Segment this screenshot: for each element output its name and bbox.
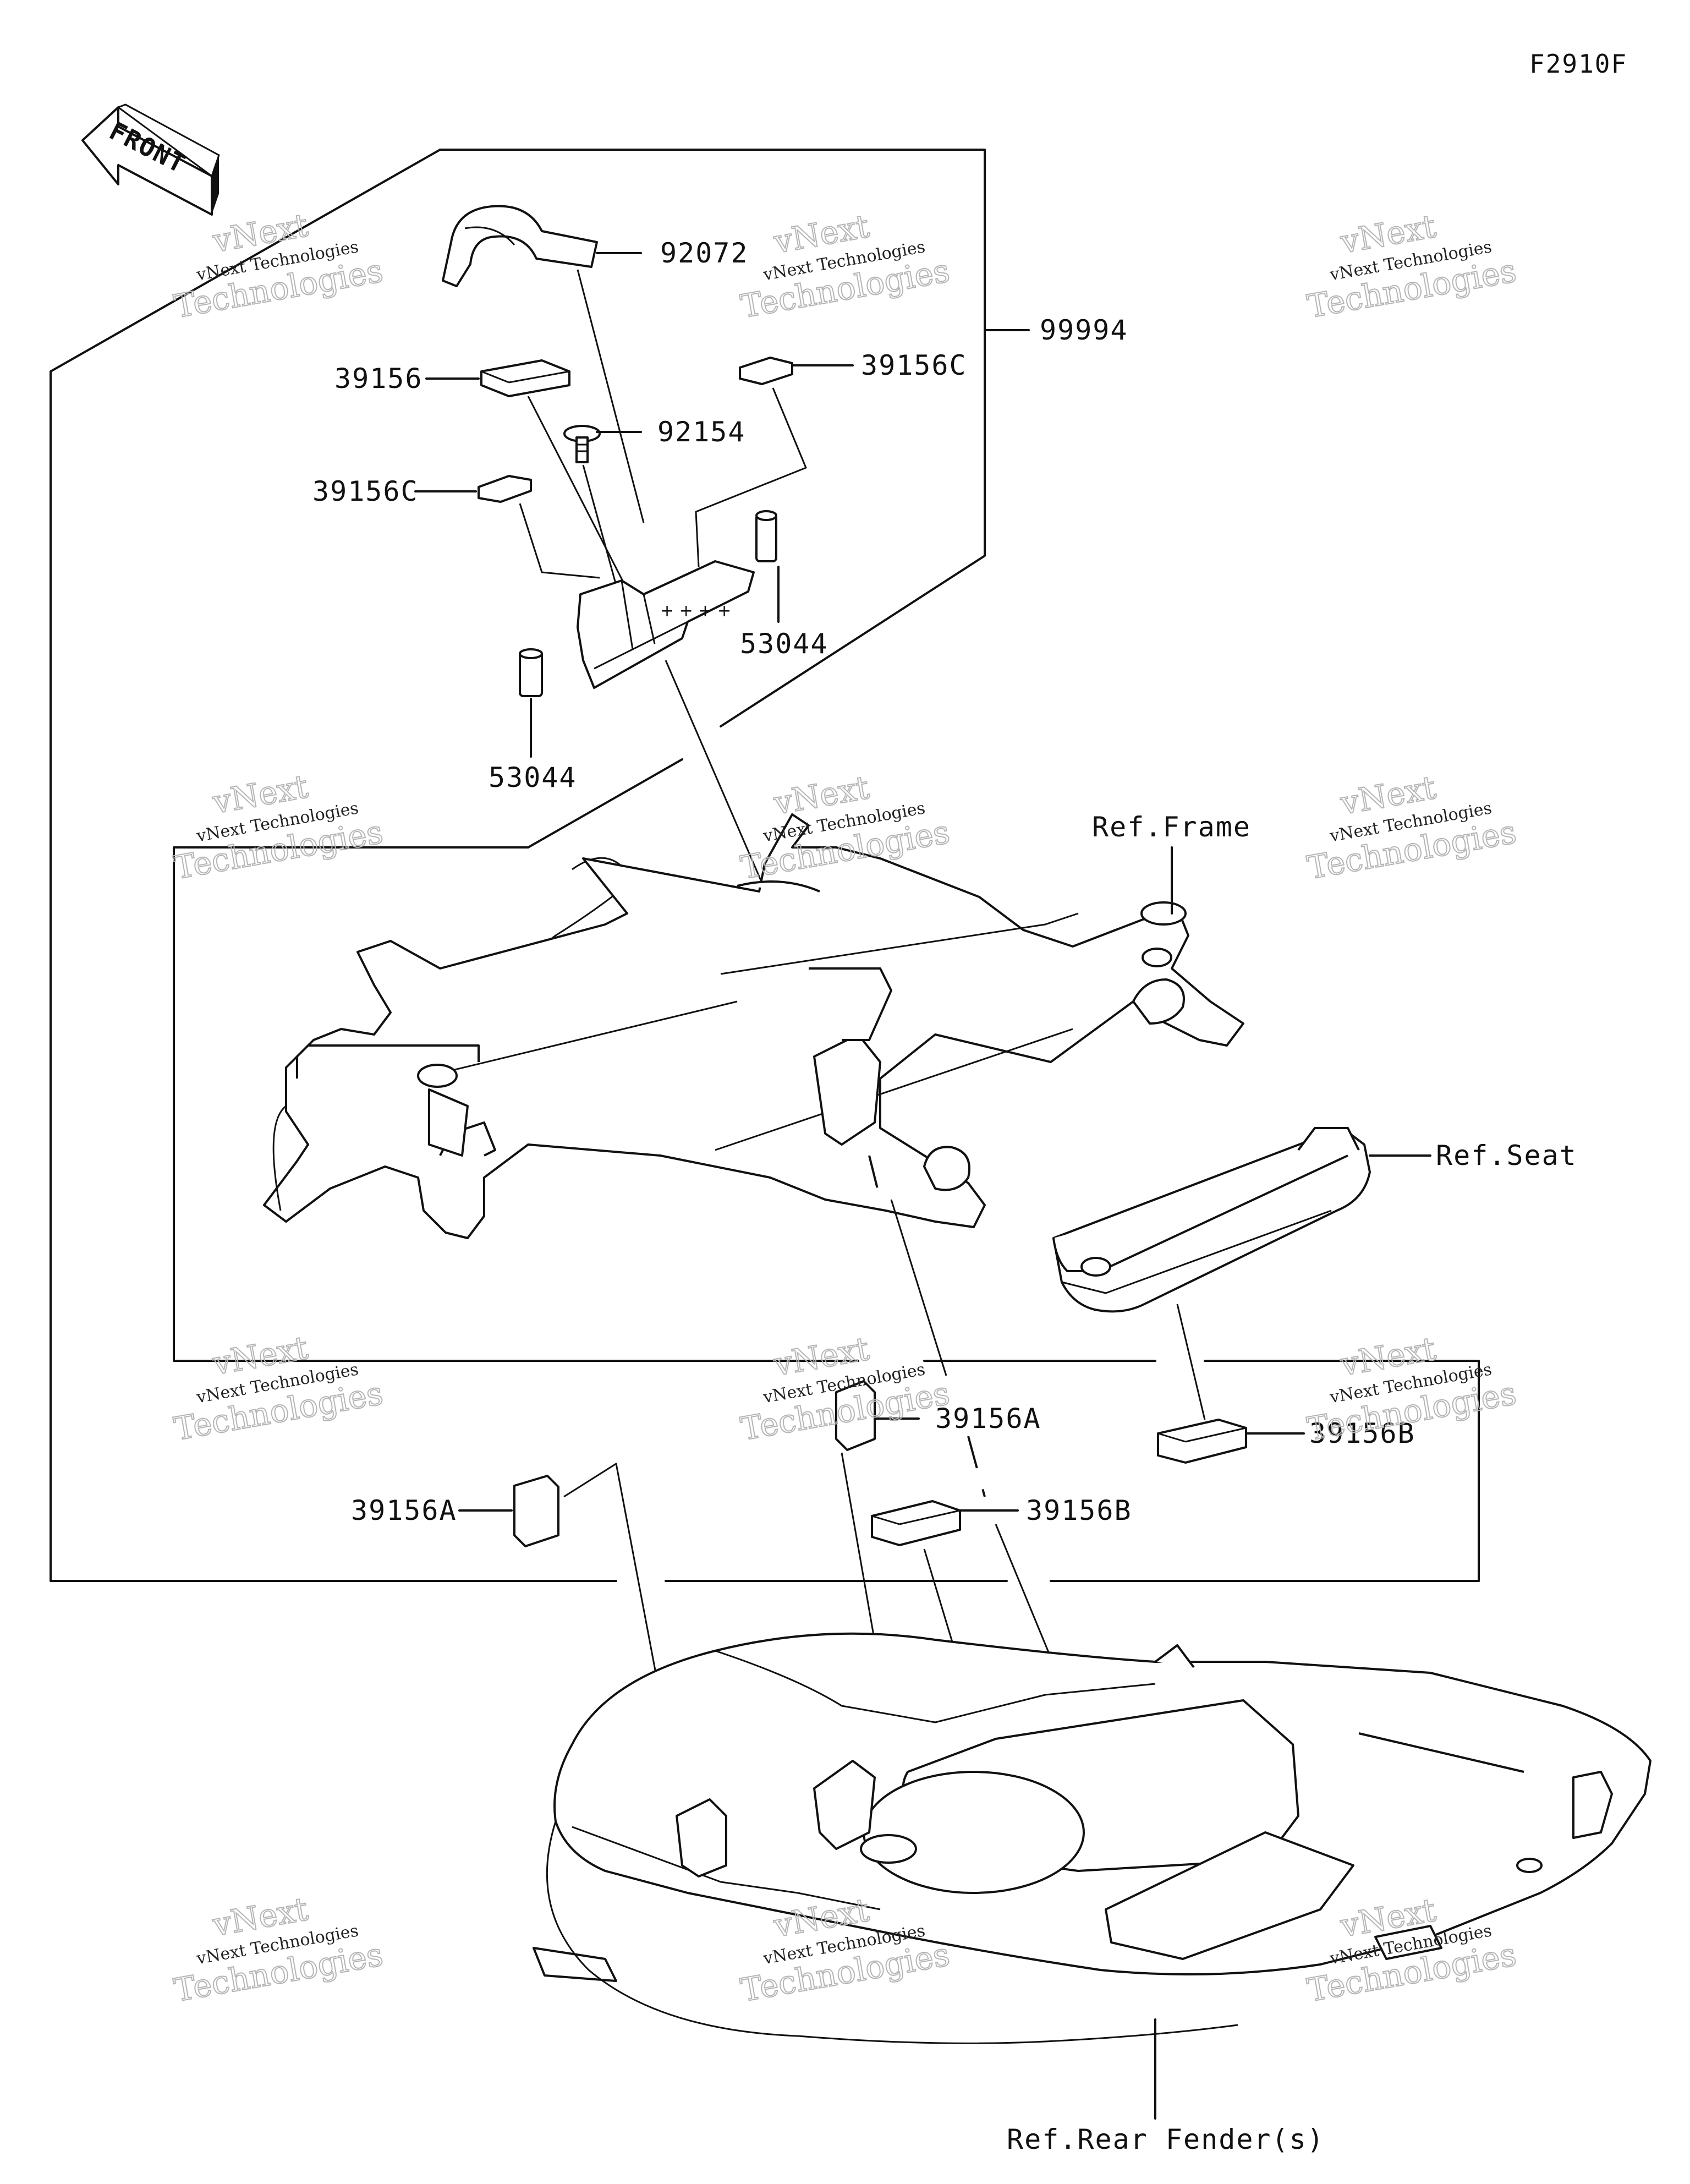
watermark-2: vNext Technologies vNext Technologies [737,207,953,326]
pad-39156b-center [871,1500,961,1546]
label-53044-right: 53044 [740,628,828,660]
frame-ref-box [173,758,859,1362]
watermark-3: vNext Technologies vNext Technologies [1304,207,1519,326]
pad-39156b-right [1157,1419,1247,1464]
watermark-5: vNext Technologies vNext Technologies [737,768,953,887]
spacer-53044-left [519,648,543,697]
label-53044-left: 53044 [489,762,577,793]
watermark-8: vNext Technologies vNext Technologies [737,1329,953,1448]
bolt-92154 [563,425,601,463]
label-ref-rear-fender: Ref.Rear Fender(s) [1007,2123,1325,2155]
front-direction-arrow-icon: FRONT [81,103,220,216]
watermark-1: vNext Technologies vNext Technologies [171,206,386,326]
label-92072: 92072 [660,237,749,269]
kit-boundary-outer [439,149,986,727]
pad-39156c-top [739,357,793,385]
clamp-92072 [442,205,598,287]
rear-fender-ref [533,1632,1651,2044]
watermark-7: vNext Technologies vNext Technologies [171,1328,386,1448]
label-39156b-right: 39156B [1309,1417,1415,1449]
svg-text:+ + + +: + + + + [660,601,731,621]
label-39156a-center: 39156A [935,1403,1041,1435]
figure-code: F2910F [1529,49,1627,79]
seat-ref [1052,1127,1371,1313]
label-ref-frame: Ref.Frame [1092,811,1251,843]
label-39156a-left: 39156A [351,1495,457,1526]
label-92154: 92154 [657,416,746,448]
watermark-6: vNext Technologies vNext Technologies [1304,768,1519,887]
pad-39156 [480,359,570,397]
label-39156b-center: 39156B [1026,1495,1132,1526]
kit-boundary-left [50,149,617,1582]
frame-ref [263,813,1244,1239]
watermark-10: vNext Technologies vNext Technologies [171,1890,386,2010]
watermark-4: vNext Technologies vNext Technologies [171,767,386,887]
label-39156: 39156 [334,363,423,395]
label-99994: 99994 [1040,314,1128,346]
label-ref-seat: Ref.Seat [1436,1140,1577,1172]
pad-39156a-center [835,1380,876,1451]
label-39156c-left: 39156C [312,475,419,507]
spacer-53044-right [755,510,777,562]
watermark-9: vNext Technologies vNext Technologies [1304,1329,1519,1448]
label-39156c-top: 39156C [861,349,967,381]
pad-39156c-left [478,475,532,503]
pad-39156a-left [513,1475,559,1547]
bracket-assembly: + + + + [577,560,755,689]
